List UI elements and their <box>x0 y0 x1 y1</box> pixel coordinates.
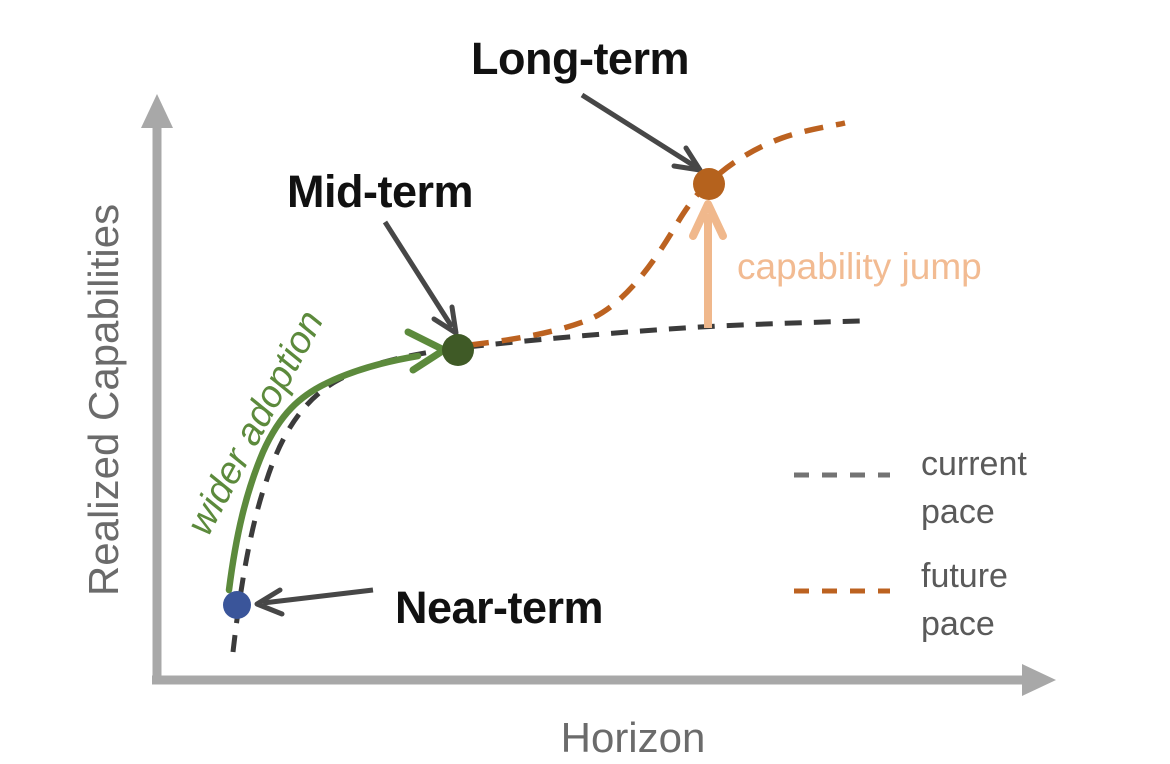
y-axis-arrowhead-icon <box>141 94 173 128</box>
x-axis-arrowhead-icon <box>1022 664 1056 696</box>
wider-adoption-arrowhead-icon <box>404 328 448 374</box>
mid-term-label: Mid-term <box>287 166 474 217</box>
y-axis-label: Realized Capabilities <box>80 203 127 597</box>
capability-jump-label: capability jump <box>737 246 982 287</box>
x-axis-label: Horizon <box>560 714 706 761</box>
long-term-arrow-shaft <box>580 92 698 170</box>
near-term-arrowhead-icon <box>254 587 285 617</box>
legend-future-pace-label: future pace <box>921 557 1008 644</box>
long-term-label: Long-term <box>471 33 689 84</box>
long-term-point <box>693 168 725 200</box>
future-pace-curve <box>469 120 846 348</box>
near-term-label: Near-term <box>394 582 604 633</box>
mid-term-arrow-shaft <box>382 220 455 329</box>
near-term-arrow-shaft <box>262 587 374 606</box>
long-term-arrowhead-icon <box>671 145 703 173</box>
mid-term-point <box>442 334 474 366</box>
near-term-point <box>223 591 251 619</box>
legend-current-pace-label: current pace <box>921 445 1027 532</box>
current-pace-curve <box>230 318 862 653</box>
wider-adoption-curve <box>225 352 422 594</box>
mid-term-arrowhead-icon <box>431 304 459 336</box>
capability-jump-arrowhead-icon <box>689 200 727 240</box>
